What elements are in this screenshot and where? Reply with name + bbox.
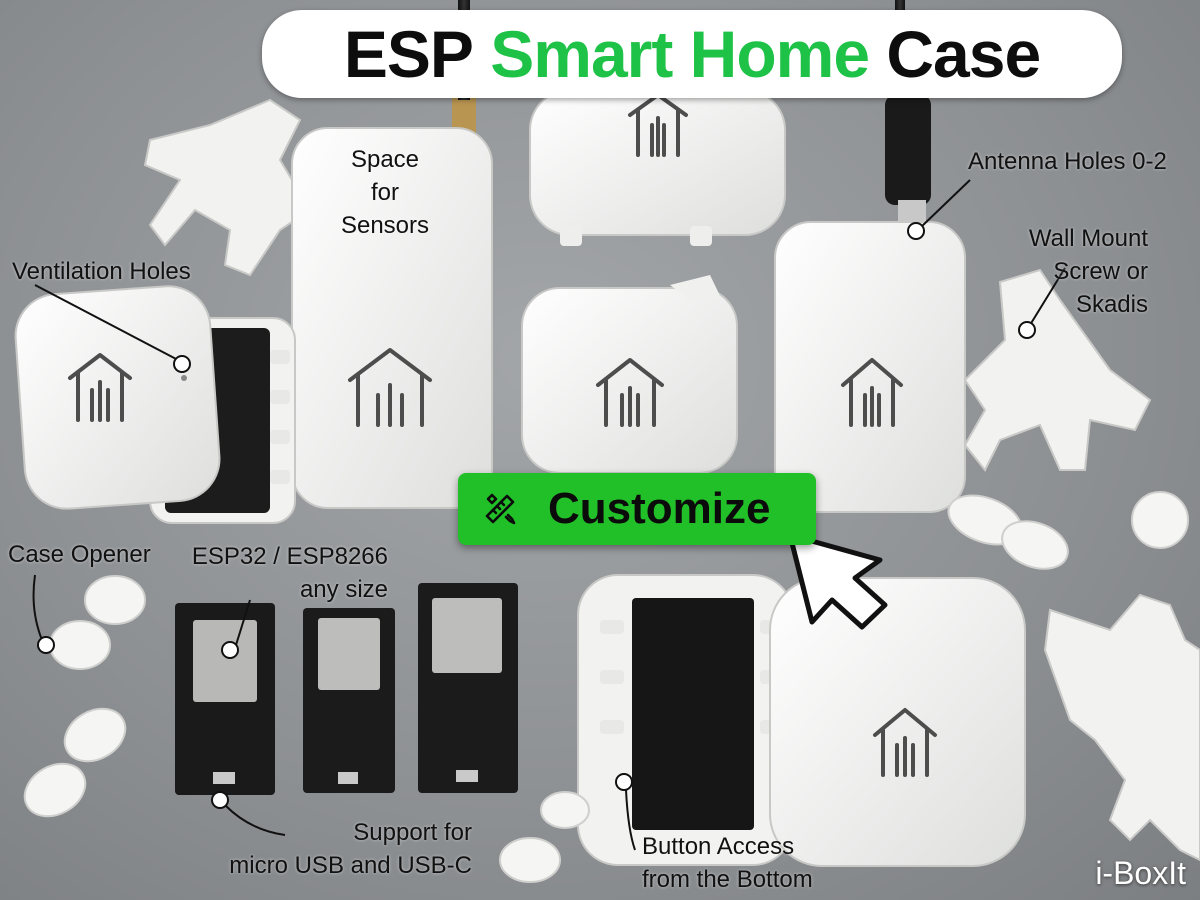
label-antenna-holes: Antenna Holes 0-2 (968, 148, 1167, 175)
esp32-c-board (418, 583, 518, 793)
case-opener-left (23, 575, 590, 883)
customize-button[interactable]: Customize (458, 473, 816, 545)
case-top-center (529, 89, 786, 236)
cursor-arrow-icon (787, 532, 888, 630)
ruler-pencil-icon (485, 493, 516, 525)
case-middle-small (521, 287, 738, 474)
label-ventilation-holes: Ventilation Holes (12, 258, 191, 285)
case-bottom-lid (769, 577, 1026, 867)
label-usb-support: Support for micro USB and USB-C (229, 819, 472, 879)
label-wall-mount: Wall Mount Screw or Skadis (1028, 225, 1148, 318)
case-opener-right (947, 491, 1189, 570)
title-part-case: Case (886, 17, 1041, 91)
label-button-access: Button Access from the Bottom (642, 833, 813, 893)
label-space-for-sensors: Space for Sensors (340, 146, 430, 239)
page-title: ESP Smart Home Case (262, 10, 1122, 98)
esp32-board (175, 603, 275, 795)
case-right (774, 221, 966, 513)
customize-label: Customize (548, 484, 771, 533)
case-tall (291, 127, 493, 509)
brand-watermark: i-BoxIt (1095, 855, 1186, 891)
wall-mount-right (963, 268, 1152, 472)
wall-mount-top-left (143, 98, 312, 277)
label-esp-boards: ESP32 / ESP8266 any size (191, 543, 388, 603)
title-part-smart-home: Smart Home (490, 17, 870, 91)
wall-mount-bottom-right (1043, 593, 1200, 862)
title-part-esp: ESP (343, 17, 474, 91)
leader-dots (37, 222, 1036, 809)
case-left-lid (14, 285, 221, 510)
esp8266-board (303, 608, 395, 793)
label-case-opener: Case Opener (8, 541, 151, 568)
leader-lines (32, 179, 1066, 851)
case-bottom-open (577, 574, 794, 866)
